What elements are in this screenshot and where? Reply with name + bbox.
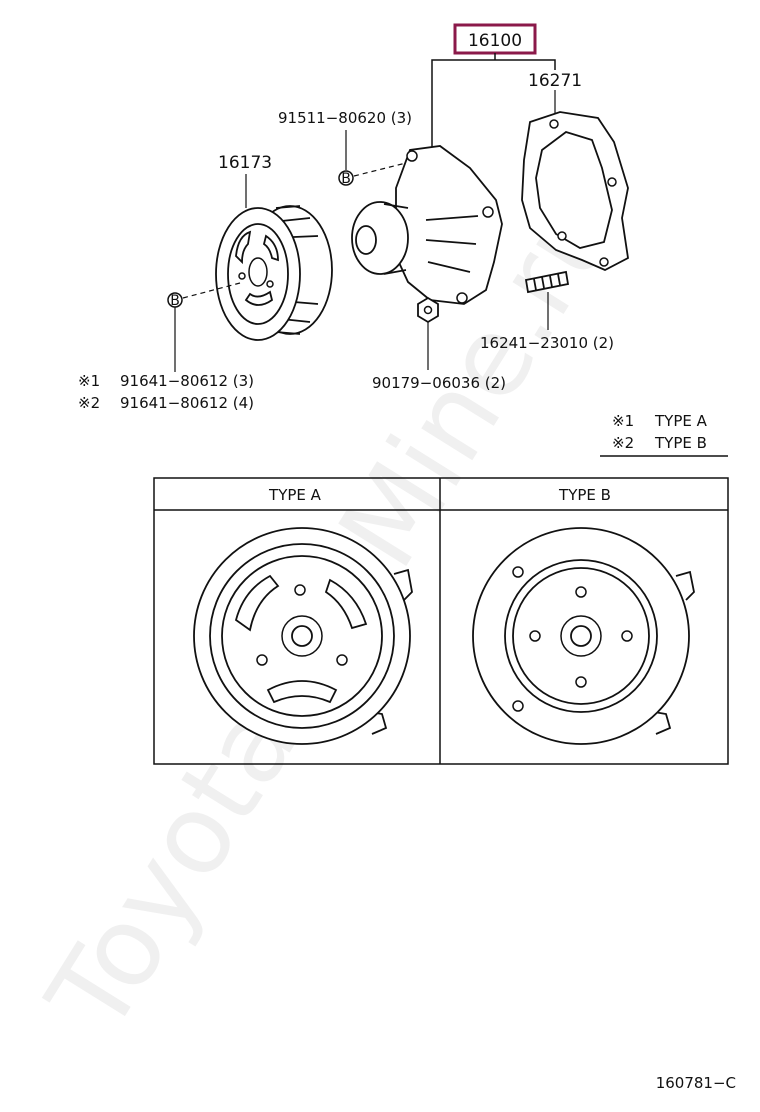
pulley-bolt-b-letter: B <box>170 293 180 309</box>
housing-bolt-b-marker <box>338 170 354 186</box>
table-header-type-a: TYPE A <box>268 486 322 504</box>
pulley-bolt-dash <box>182 282 241 299</box>
gasket <box>521 111 629 271</box>
diagram-code: 160781−C <box>656 1074 736 1092</box>
type-b-pulley-view <box>472 527 695 745</box>
legend-1-type: TYPE A <box>654 412 708 430</box>
gasket-part-number[interactable]: 16271 <box>528 71 582 91</box>
stud <box>524 270 570 294</box>
main-part-number[interactable]: 16100 <box>468 31 522 51</box>
stud-label[interactable]: 16241−23010 (2) <box>480 334 614 352</box>
legend-1-mark: ※1 <box>612 412 634 430</box>
bolt-variant-1-label[interactable]: 91641−80612 (3) <box>120 372 254 390</box>
assembly-bracket <box>431 53 556 148</box>
table-header-type-b: TYPE B <box>558 486 611 504</box>
legend-2-mark: ※2 <box>612 434 634 452</box>
bolt-variant-2-mark: ※2 <box>78 394 100 412</box>
nut-label[interactable]: 90179−06036 (2) <box>372 374 506 392</box>
type-table <box>153 477 729 765</box>
pulley <box>215 205 333 341</box>
nut <box>417 296 439 324</box>
pulley-part-number[interactable]: 16173 <box>218 153 272 173</box>
housing-bolt-b-letter: B <box>341 171 351 187</box>
housing-bolt-dash <box>353 161 411 177</box>
bolt-variant-1-mark: ※1 <box>78 372 100 390</box>
legend-2-type: TYPE B <box>654 434 707 452</box>
bolt-variant-2-label[interactable]: 91641−80612 (4) <box>120 394 254 412</box>
main-part-box[interactable] <box>453 23 537 55</box>
water-pump-housing <box>351 145 503 305</box>
type-a-pulley-view <box>193 527 413 745</box>
bolt-b-label[interactable]: 91511−80620 (3) <box>278 109 412 127</box>
